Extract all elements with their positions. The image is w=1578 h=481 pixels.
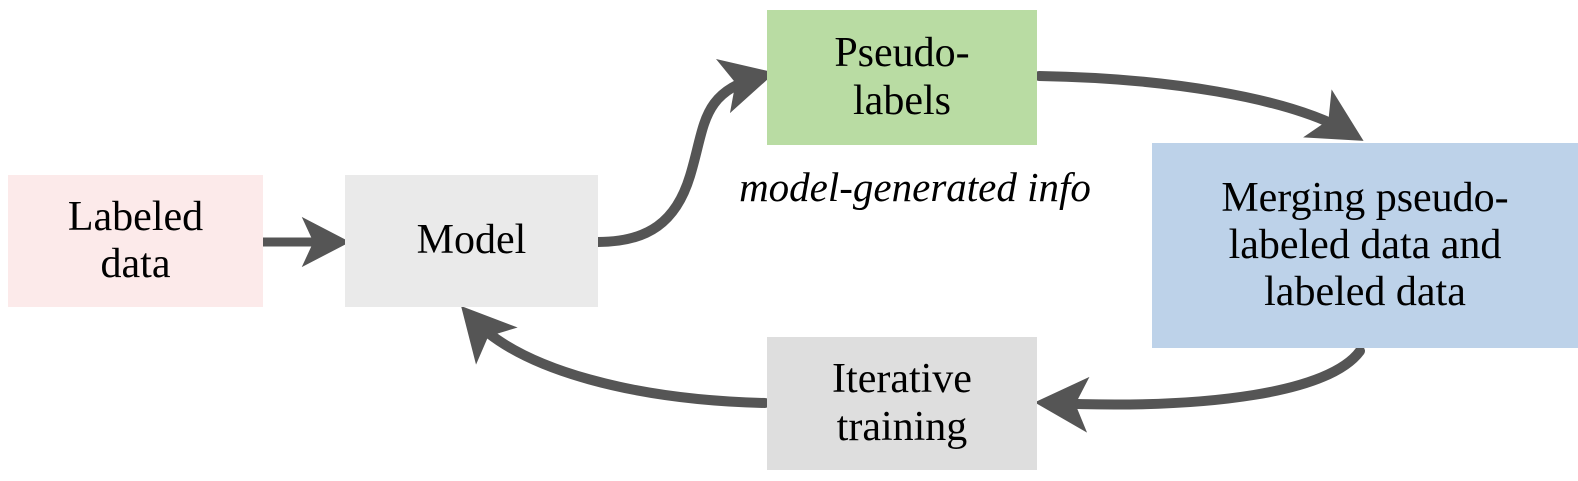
arrow-pseudo-labels-to-merging xyxy=(1034,71,1364,141)
node-labeled-data[interactable]: Labeled data xyxy=(8,175,263,307)
node-pseudo-labels[interactable]: Pseudo- labels xyxy=(767,10,1037,145)
arrow-merging-to-iterative-training xyxy=(1034,346,1365,433)
arrow-iterative-training-to-model xyxy=(461,305,770,408)
node-model-label: Model xyxy=(416,217,527,264)
node-labeled-data-label: Labeled data xyxy=(67,193,204,287)
node-pseudo-labels-label: Pseudo- labels xyxy=(834,30,970,124)
node-merging-label: Merging pseudo- labeled data and labeled… xyxy=(1221,174,1509,316)
node-merging-pseudo-labeled-and-labeled-data[interactable]: Merging pseudo- labeled data and labeled… xyxy=(1152,143,1578,348)
edge-label-model-generated-info: model-generated info xyxy=(739,164,1091,210)
node-iterative-training-label: Iterative training xyxy=(832,356,972,450)
node-iterative-training[interactable]: Iterative training xyxy=(767,337,1037,470)
node-model[interactable]: Model xyxy=(345,175,598,307)
arrow-model-to-pseudo-labels xyxy=(593,59,776,247)
